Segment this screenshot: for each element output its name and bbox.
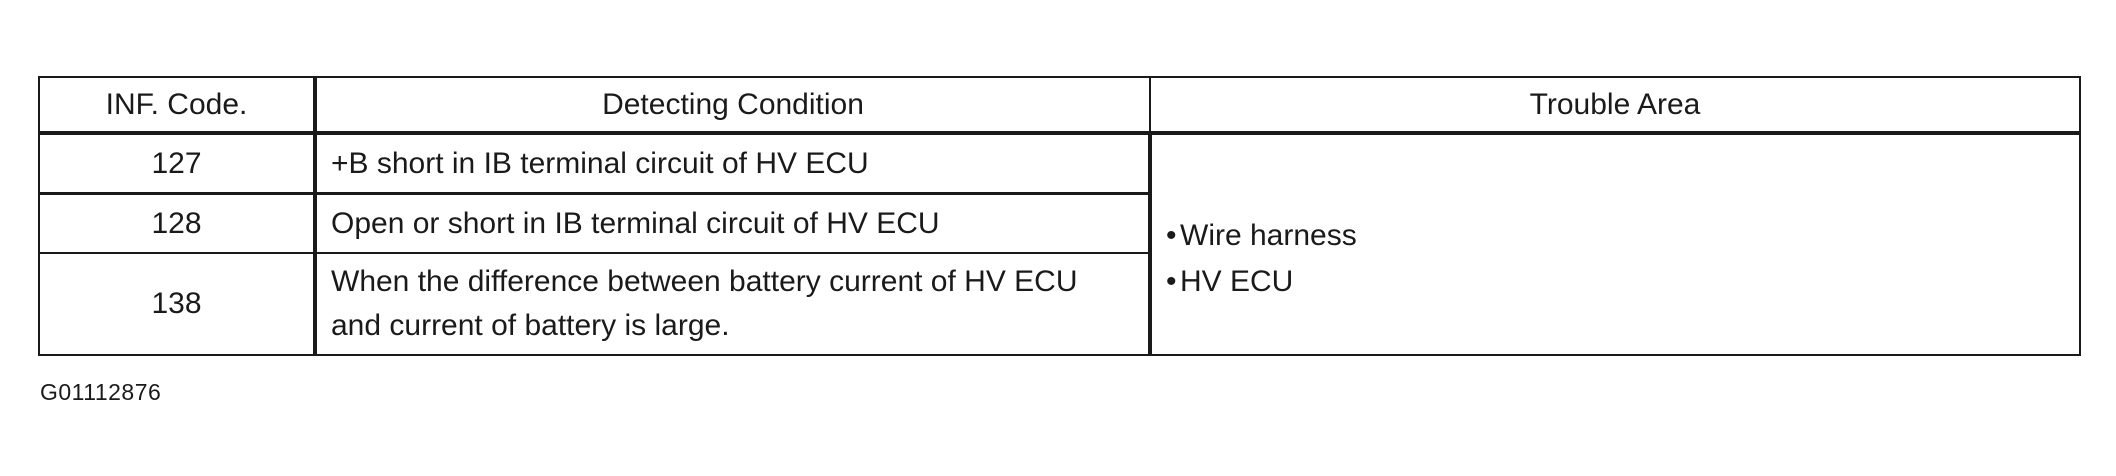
detecting-condition-cell: +B short in IB terminal circuit of HV EC…: [314, 132, 1151, 195]
header-detecting-condition: Detecting Condition: [314, 76, 1151, 135]
bullet-icon: •: [1166, 265, 1177, 298]
condition-text: and current of battery is large.: [331, 309, 730, 342]
trouble-area-item: •HV ECU: [1166, 259, 2065, 305]
condition-text: Open or short in IB terminal circuit of …: [331, 206, 940, 240]
bullet-icon: •: [1166, 219, 1177, 252]
inf-code-cell: 138: [38, 252, 317, 356]
header-trouble-area: Trouble Area: [1149, 76, 2081, 135]
inf-code-cell: 128: [38, 192, 317, 254]
trouble-area-cell: •Wire harness •HV ECU: [1148, 132, 2081, 356]
trouble-area-item-text: HV ECU: [1180, 265, 1294, 298]
condition-text: When the difference between battery curr…: [331, 265, 1078, 298]
trouble-area-item: •Wire harness: [1166, 213, 2065, 259]
trouble-area-item-text: Wire harness: [1180, 219, 1357, 252]
inf-code-table: INF. Code. Detecting Condition Trouble A…: [38, 76, 2081, 356]
figure-id: G01112876: [40, 379, 162, 405]
table-row: 128 Open or short in IB terminal circuit…: [38, 192, 2080, 254]
table-header-row: INF. Code. Detecting Condition Trouble A…: [38, 76, 2081, 135]
header-inf-code: INF. Code.: [38, 76, 317, 135]
detecting-condition-cell: Open or short in IB terminal circuit of …: [314, 192, 1151, 254]
detecting-condition-cell: When the difference between battery curr…: [314, 252, 1151, 356]
table-row: 138 When the difference between battery …: [38, 252, 2080, 356]
condition-text: +B short in IB terminal circuit of HV EC…: [331, 146, 869, 180]
inf-code-cell: 127: [38, 132, 317, 195]
table-row: 127 +B short in IB terminal circuit of H…: [38, 132, 2081, 356]
